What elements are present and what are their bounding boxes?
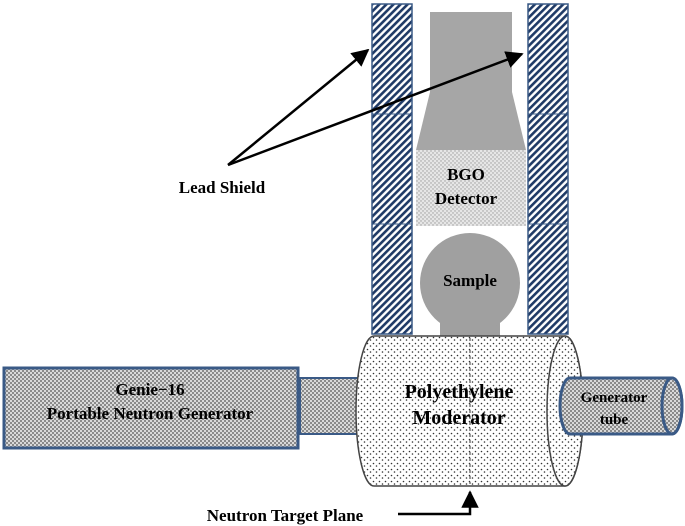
neutron-target-plane-label: Neutron Target Plane xyxy=(207,506,364,525)
bgo-label-line1: BGO xyxy=(447,165,485,184)
neutron-target-plane-arrow xyxy=(398,490,479,516)
lead-shield-arrow-left xyxy=(227,48,370,166)
genie-label-line2: Portable Neutron Generator xyxy=(47,404,254,423)
genie-label-line1: Genie−16 xyxy=(115,380,184,399)
lead-shield-arrow-right xyxy=(227,51,524,167)
lead-shield-left xyxy=(371,3,413,335)
moderator-label-line1: Polyethylene xyxy=(405,381,514,403)
generator-connector xyxy=(299,377,363,435)
lead-shield-right xyxy=(527,3,569,335)
generator-tube xyxy=(558,376,684,436)
genie-16-generator xyxy=(2,366,300,450)
bgo-detector xyxy=(416,12,526,226)
sample-label: Sample xyxy=(443,271,497,290)
generator-tube-label-line1: Generator xyxy=(581,390,648,406)
moderator-label-line2: Moderator xyxy=(412,407,505,429)
bgo-label-line2: Detector xyxy=(435,189,498,208)
generator-tube-label-line2: tube xyxy=(600,412,629,428)
lead-shield-label: Lead Shield xyxy=(179,178,266,197)
